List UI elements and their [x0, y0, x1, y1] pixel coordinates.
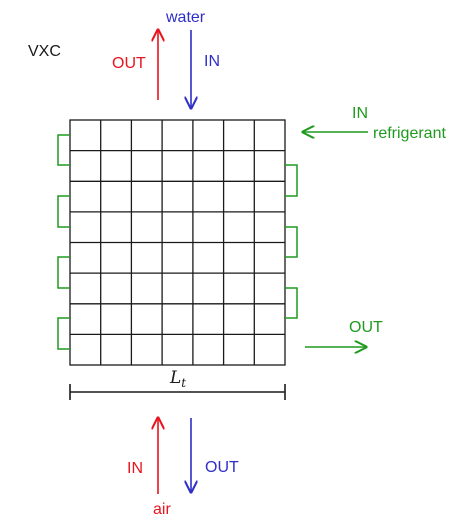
refrigerant-return-bends-right	[285, 164, 298, 319]
exchanger-grid	[69, 119, 286, 366]
refrigerant-label: refrigerant	[373, 125, 446, 142]
air-label: air	[153, 501, 171, 518]
water-out-label: OUT	[112, 55, 146, 72]
water-label: water	[165, 9, 206, 26]
length-dimension-label: Lt	[169, 368, 186, 390]
refrigerant-out-label: OUT	[349, 319, 383, 336]
water-in-label: IN	[204, 53, 220, 70]
air-out-label: OUT	[205, 459, 239, 476]
refrigerant-return-bends-left	[57, 134, 70, 350]
diagram-title: VXC	[28, 43, 61, 60]
refrigerant-in-label: IN	[352, 105, 368, 122]
air-in-label: IN	[127, 460, 143, 477]
length-dimension	[69, 384, 286, 400]
